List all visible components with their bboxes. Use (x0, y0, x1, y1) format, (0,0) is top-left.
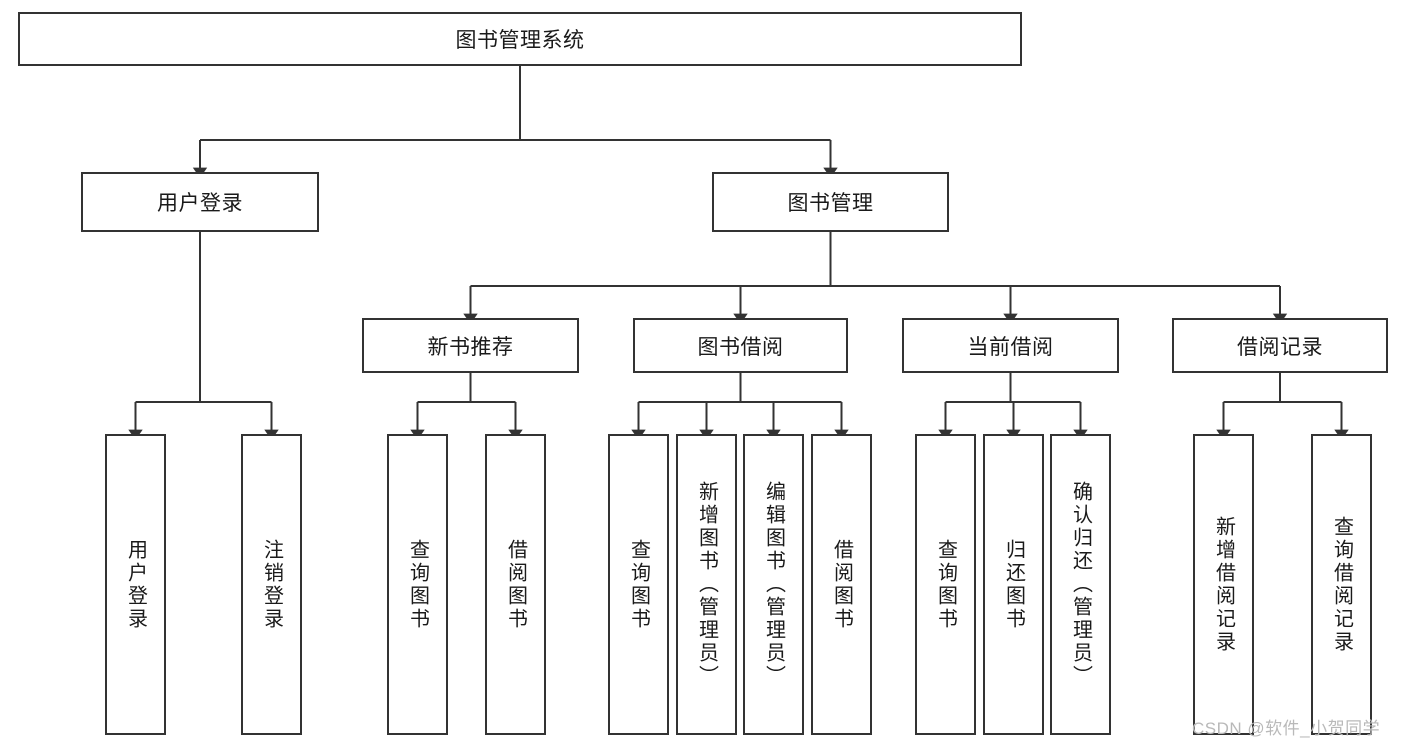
node-label: 编辑图书（管理员） (762, 481, 785, 688)
node-label: 借阅记录 (1237, 335, 1323, 359)
node-label: 注销登录 (260, 538, 283, 631)
node-leaf-confirm-return-admin[interactable]: 确认归还（管理员） (1050, 434, 1111, 735)
node-label: 查询图书 (627, 538, 650, 631)
node-label: 新书推荐 (427, 335, 514, 359)
node-current-borrow[interactable]: 当前借阅 (902, 318, 1119, 373)
node-label: 借阅图书 (504, 538, 527, 631)
node-book-management[interactable]: 图书管理 (712, 172, 949, 232)
node-leaf-query-book-current[interactable]: 查询图书 (915, 434, 976, 735)
node-leaf-return-book[interactable]: 归还图书 (983, 434, 1044, 735)
csdn-watermark: CSDN @软件_小贺同学 (1192, 719, 1381, 738)
node-label: 图书管理 (787, 192, 874, 215)
node-leaf-add-book-admin[interactable]: 新增图书（管理员） (676, 434, 737, 735)
node-leaf-user-login[interactable]: 用户登录 (105, 434, 166, 735)
node-leaf-borrow-book[interactable]: 借阅图书 (811, 434, 872, 735)
node-root[interactable]: 图书管理系统 (18, 12, 1022, 66)
node-label: 当前借阅 (967, 335, 1054, 359)
node-label: 图书借阅 (697, 335, 784, 359)
node-leaf-edit-book-admin[interactable]: 编辑图书（管理员） (743, 434, 804, 735)
node-label: 图书管理系统 (455, 29, 585, 52)
node-label: 借阅图书 (830, 538, 853, 631)
node-leaf-query-borrow-record[interactable]: 查询借阅记录 (1311, 434, 1372, 735)
node-borrow-record[interactable]: 借阅记录 (1172, 318, 1388, 373)
node-book-borrow[interactable]: 图书借阅 (633, 318, 848, 373)
node-label: 用户登录 (124, 538, 147, 631)
node-label: 新增借阅记录 (1212, 515, 1235, 654)
node-label: 查询图书 (934, 538, 957, 631)
node-label: 查询借阅记录 (1330, 515, 1353, 654)
node-label: 用户登录 (157, 192, 243, 215)
node-leaf-borrow-book-recommend[interactable]: 借阅图书 (485, 434, 546, 735)
node-leaf-add-borrow-record[interactable]: 新增借阅记录 (1193, 434, 1254, 735)
node-label: 确认归还（管理员） (1069, 481, 1092, 688)
node-leaf-query-book-borrow[interactable]: 查询图书 (608, 434, 669, 735)
edge-paths (128, 66, 1349, 440)
node-leaf-query-book-recommend[interactable]: 查询图书 (387, 434, 448, 735)
node-label: 查询图书 (406, 538, 429, 631)
node-user-login[interactable]: 用户登录 (81, 172, 319, 232)
node-label: 归还图书 (1002, 538, 1025, 631)
node-label: 新增图书（管理员） (695, 481, 718, 688)
node-new-book-recommend[interactable]: 新书推荐 (362, 318, 579, 373)
node-leaf-logout-login[interactable]: 注销登录 (241, 434, 302, 735)
